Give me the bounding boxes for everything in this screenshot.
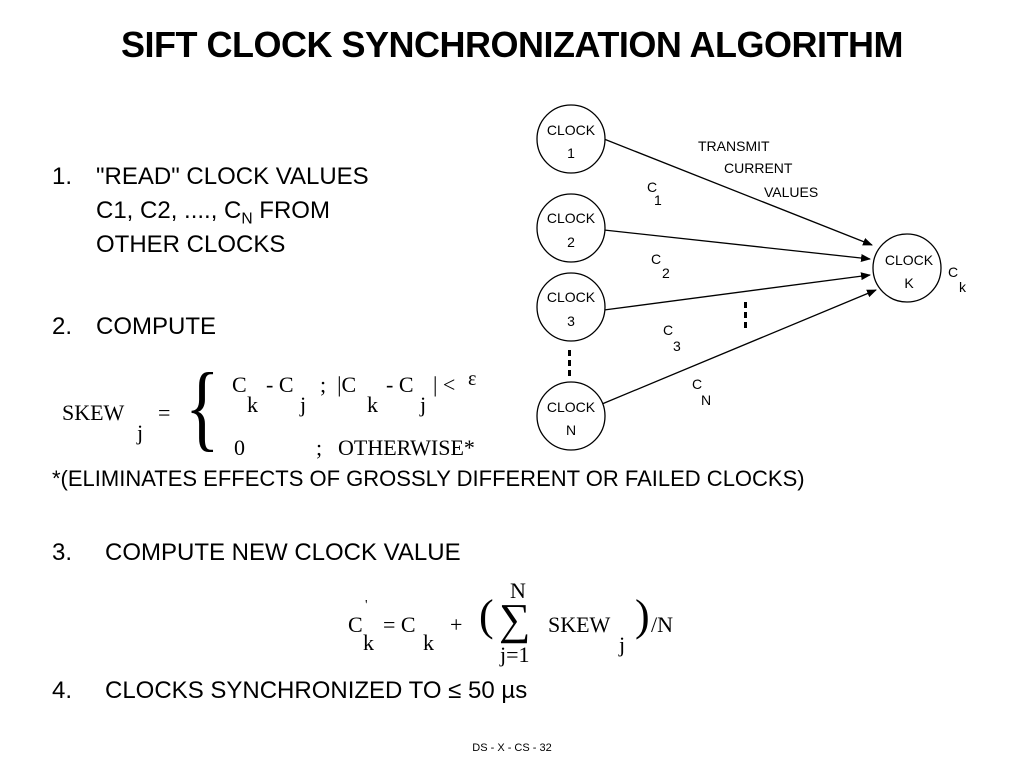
step-3-text: COMPUTE NEW CLOCK VALUE xyxy=(105,539,461,566)
case1-j: j xyxy=(300,392,307,417)
case2-otherwise: OTHERWISE* xyxy=(338,435,475,460)
clock-n-index: N xyxy=(566,422,576,438)
clock-k-index: K xyxy=(904,275,914,291)
clock-2-label: CLOCK xyxy=(547,210,596,226)
annotation-values: VALUES xyxy=(764,184,818,200)
clock-1-label: CLOCK xyxy=(547,122,596,138)
skew-brace: { xyxy=(185,353,220,460)
step-1-number: 1. xyxy=(52,163,73,190)
step-3: 3. COMPUTE NEW CLOCK VALUE xyxy=(52,536,461,570)
edge-label-n-sub: N xyxy=(701,392,711,408)
skew-equals: = xyxy=(158,400,171,425)
step-1: 1. "READ" CLOCK VALUES xyxy=(52,160,369,194)
nv-sigma: ∑ xyxy=(499,595,531,644)
annotation-transmit: TRANSMIT xyxy=(698,138,770,154)
case1-k: k xyxy=(247,392,258,417)
case1-minus: - C xyxy=(266,372,294,397)
step-1-line-1: "READ" CLOCK VALUES xyxy=(96,163,369,190)
step-1-line-3: OTHER CLOCKS xyxy=(96,231,286,258)
edge-label-3-sub: 3 xyxy=(673,338,681,354)
slide-title: SIFT CLOCK SYNCHRONIZATION ALGORITHM xyxy=(121,24,903,65)
step-1-line-2-tail: FROM xyxy=(252,197,330,224)
clock-3-label: CLOCK xyxy=(547,289,596,305)
clock-node-2: CLOCK 2 xyxy=(536,193,606,263)
step-4: 4. CLOCKS SYNCHRONIZED TO ≤ 50 µs xyxy=(52,674,527,708)
step-2-number: 2. xyxy=(52,313,73,340)
clock-node-n: CLOCK N xyxy=(536,381,606,451)
edge-clock-2 xyxy=(603,229,871,263)
step-4-number: 4. xyxy=(52,677,73,704)
edge-label-2-sub: 2 xyxy=(662,265,670,281)
step-1-line-2-row: C1, C2, ...., CN FROM xyxy=(96,194,330,228)
clock-node-1: CLOCK 1 xyxy=(536,104,606,174)
nv-j: j xyxy=(619,632,626,657)
case1-minus2: - C xyxy=(386,372,414,397)
nv-lparen: ( xyxy=(479,591,494,640)
case1-C: C xyxy=(232,372,247,397)
clock-k-value-c: C xyxy=(948,264,958,280)
ellipsis-right xyxy=(744,302,747,328)
case2-sep: ; xyxy=(316,435,323,460)
nv-k: k xyxy=(363,630,374,655)
clock-k-label: CLOCK xyxy=(885,252,934,268)
step-1-line-3-row: OTHER CLOCKS xyxy=(96,228,285,262)
edge-clock-n xyxy=(601,289,877,405)
step-4-text: CLOCKS SYNCHRONIZED TO ≤ 50 µs xyxy=(105,677,528,704)
edge-label-1-c: C xyxy=(647,179,657,195)
edge-clock-3 xyxy=(603,272,871,311)
skew-lhs: SKEW xyxy=(62,400,125,425)
edge-label-1-sub: 1 xyxy=(654,192,662,208)
clock-node-3: CLOCK 3 xyxy=(536,272,606,342)
clock-3-index: 3 xyxy=(567,313,575,329)
edge-label-n-c: C xyxy=(692,376,702,392)
slide-footer: DS - X - CS - 32 xyxy=(472,742,552,754)
clock-node-k: CLOCK K xyxy=(872,233,942,303)
note-eliminates: *(ELIMINATES EFFECTS OF GROSSLY DIFFEREN… xyxy=(52,466,805,491)
case1-j2: j xyxy=(420,392,427,417)
nv-k2: k xyxy=(423,630,434,655)
edge-label-2-c: C xyxy=(651,251,661,267)
ellipsis-left xyxy=(568,350,571,376)
nv-rparen: ) xyxy=(635,591,650,640)
case2-value: 0 xyxy=(234,435,245,460)
case1-lt: | < xyxy=(433,372,456,397)
clock-2-index: 2 xyxy=(567,234,575,250)
nv-prime: ' xyxy=(365,598,368,613)
annotation-current: CURRENT xyxy=(724,160,793,176)
step-2-text: COMPUTE xyxy=(96,313,216,340)
clock-1-index: 1 xyxy=(567,145,575,161)
nv-skew: SKEW xyxy=(548,612,611,637)
step-3-number: 3. xyxy=(52,539,73,566)
step-1-line-2-sub: N xyxy=(241,210,253,228)
nv-lower: j=1 xyxy=(500,642,530,667)
nv-upper: N xyxy=(510,578,526,603)
clock-n-label: CLOCK xyxy=(547,399,596,415)
skew-lhs-sub: j xyxy=(137,420,144,445)
case1-epsilon: ε xyxy=(468,368,477,390)
case1-sep: ; |C xyxy=(320,372,357,397)
nv-eq: = C xyxy=(383,612,416,637)
case1-k2: k xyxy=(367,392,378,417)
nv-divN: /N xyxy=(651,612,673,637)
nv-plus: + xyxy=(450,612,463,637)
edge-label-3-c: C xyxy=(663,322,673,338)
edge-clock-1 xyxy=(603,138,873,246)
step-1-line-2: C1, C2, ...., C xyxy=(96,197,242,224)
nv-C: C xyxy=(348,612,363,637)
step-2: 2. COMPUTE xyxy=(52,310,216,344)
clock-k-value-sub: k xyxy=(959,279,967,295)
